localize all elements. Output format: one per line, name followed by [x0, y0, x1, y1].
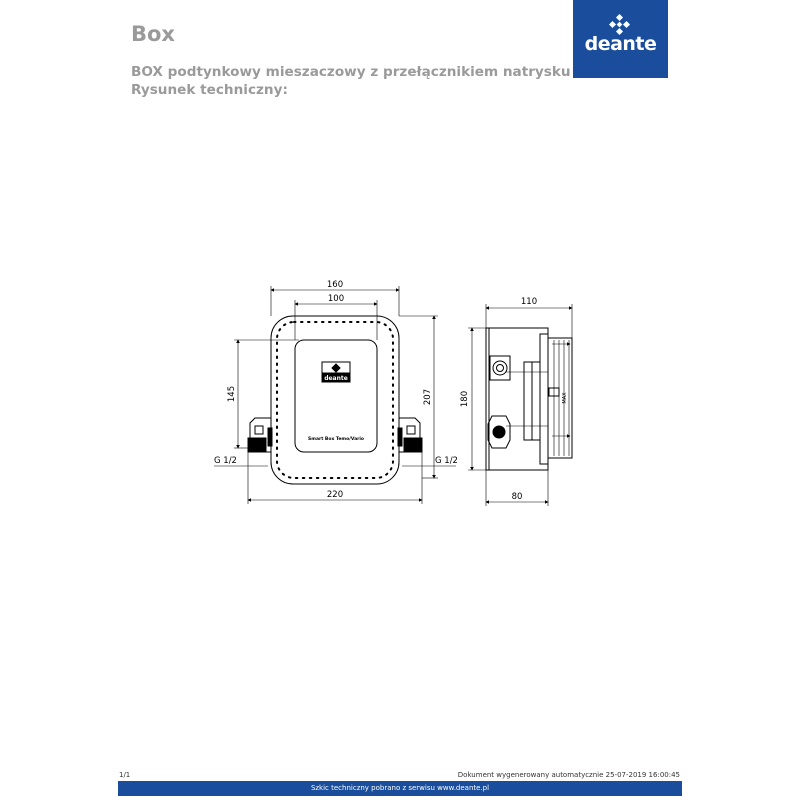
cover-brand-text: deante	[324, 375, 348, 382]
footer-source-bar: Szkic techniczny pobrano z serwisu www.d…	[118, 781, 682, 796]
left-valve-port	[267, 427, 273, 447]
side-flange	[539, 333, 549, 465]
front-dimensions	[214, 286, 456, 504]
side-cover	[547, 337, 573, 459]
deante-diamond-icon	[609, 14, 631, 36]
front-view	[247, 315, 423, 485]
page-title: Box	[131, 22, 175, 46]
generation-timestamp: Dokument wygenerowany automatycznie 25-0…	[457, 771, 680, 779]
side-view	[485, 327, 573, 471]
side-label-box	[548, 387, 560, 397]
upper-nut	[489, 355, 511, 381]
right-ear-hole	[406, 425, 416, 435]
dim-220: 220	[327, 490, 343, 500]
side-dimensions	[468, 304, 573, 506]
thread-label-right: G 1/2	[435, 456, 458, 466]
cover-plate	[294, 339, 378, 453]
dim-145: 145	[227, 386, 237, 402]
dim-207: 207	[423, 389, 433, 405]
dim-160: 160	[327, 280, 343, 290]
right-connection	[403, 437, 423, 453]
dim-110: 110	[521, 297, 537, 307]
cover-logo-bar	[322, 372, 350, 382]
side-body	[485, 327, 549, 471]
dim-100: 100	[328, 294, 344, 304]
deante-logo: deante	[573, 0, 668, 78]
product-description: BOX podtynkowy mieszaczowy z przełącznik…	[131, 63, 571, 99]
lower-valve-core	[492, 425, 506, 439]
side-chamber	[523, 361, 533, 441]
left-ear-hole	[254, 425, 264, 435]
box-outer-outline	[270, 315, 400, 485]
right-valve-port	[397, 427, 403, 447]
upper-nut-circle	[492, 360, 508, 376]
page-number: 1/1	[119, 771, 131, 779]
cover-logo-icon	[331, 363, 341, 373]
dim-180: 180	[460, 391, 470, 407]
lower-valve	[487, 415, 511, 449]
left-connection	[247, 437, 267, 453]
product-name: BOX podtynkowy mieszaczowy z przełącznik…	[131, 64, 571, 80]
upper-nut-core	[496, 364, 504, 372]
thread-label-left: G 1/2	[214, 456, 237, 466]
cover-label: Smart Box Temo/Vario	[308, 436, 364, 442]
dim-80: 80	[512, 492, 523, 502]
side-scale-label: MAX	[562, 392, 568, 404]
drawing-heading: Rysunek techniczny:	[131, 82, 288, 98]
screw-hole-row	[276, 321, 394, 479]
logo-text: deante	[584, 33, 657, 55]
